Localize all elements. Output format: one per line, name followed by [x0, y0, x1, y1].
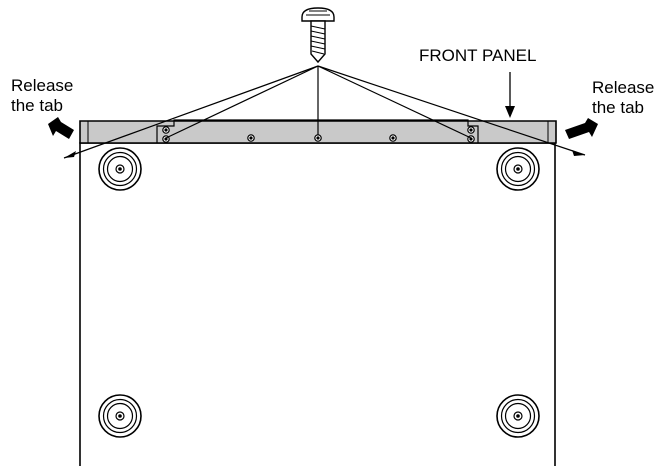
screw-leader-lines [63, 65, 586, 159]
front-panel-bracket [156, 119, 479, 143]
screw-hole [389, 134, 397, 142]
screw-hole [162, 126, 170, 134]
rubber-foot-icon [98, 147, 142, 191]
screw-hole [314, 134, 322, 142]
chassis-bottom-plate [79, 142, 556, 466]
front-panel-label: FRONT PANEL [419, 46, 537, 65]
screw-hole [467, 126, 475, 134]
rubber-foot-icon [496, 147, 540, 191]
push-arrow-icon [565, 118, 598, 139]
release-tab-label-left: Release the tab [11, 76, 73, 116]
screw-hole [247, 134, 255, 142]
leader-line-2 [165, 65, 319, 139]
push-arrow-icon [48, 117, 74, 139]
leader-line-4 [317, 65, 472, 139]
leader-line-5 [317, 65, 586, 156]
release-tab-left-line2: the tab [11, 96, 63, 115]
leader-line-1 [63, 65, 319, 159]
rubber-foot-icon [496, 394, 540, 438]
leader-arrowhead-right [572, 150, 585, 156]
front-panel-arrow [505, 72, 515, 118]
screw-icon [301, 7, 335, 64]
rubber-foot-icon [98, 394, 142, 438]
release-tab-right-line1: Release [592, 78, 655, 97]
release-tab-label-right: Release the tab [592, 78, 654, 118]
release-tab-right-line2: the tab [592, 98, 644, 117]
release-tab-left-line1: Release [11, 76, 74, 95]
leader-arrowhead-left [64, 151, 76, 158]
